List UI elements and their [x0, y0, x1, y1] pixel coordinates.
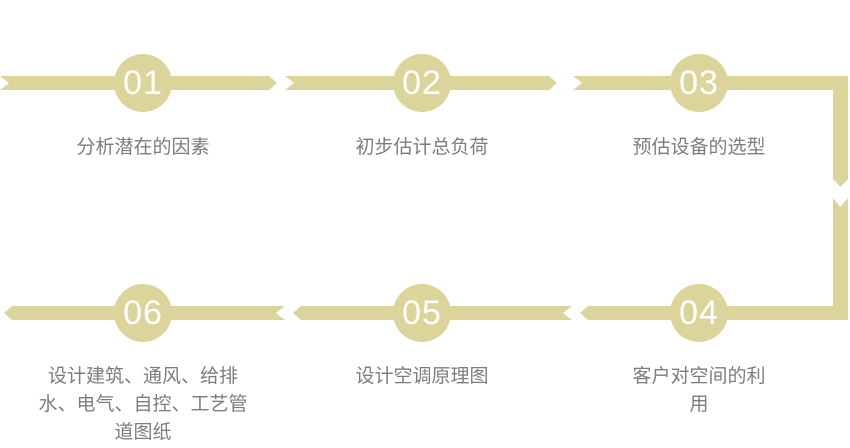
step-label-04: 客户对空间的利 用	[632, 366, 766, 415]
step-label-02: 初步估计总负荷	[355, 137, 489, 158]
step-circle-05: 05	[393, 284, 451, 342]
step-circle-04: 04	[670, 284, 728, 342]
step-circle-01: 01	[114, 54, 172, 112]
step-number: 01	[123, 64, 163, 102]
step-circle-06: 06	[114, 284, 172, 342]
step-label-05: 设计空调原理图	[355, 366, 489, 387]
step-label-06: 设计建筑、通风、给排 水、电气、自控、工艺管 道图纸	[38, 366, 248, 443]
step-label-01: 分析潜在的因素	[76, 137, 210, 158]
step-circle-03: 03	[670, 54, 728, 112]
arrow-down-segment-2	[833, 198, 848, 320]
step-number: 06	[123, 294, 163, 332]
step-number: 04	[679, 294, 719, 332]
step-number: 03	[679, 64, 719, 102]
arrow-down-segment-1	[833, 76, 848, 187]
step-label-03: 预估设备的选型	[632, 137, 766, 158]
step-number: 05	[402, 294, 442, 332]
step-circle-02: 02	[393, 54, 451, 112]
step-number: 02	[402, 64, 442, 102]
